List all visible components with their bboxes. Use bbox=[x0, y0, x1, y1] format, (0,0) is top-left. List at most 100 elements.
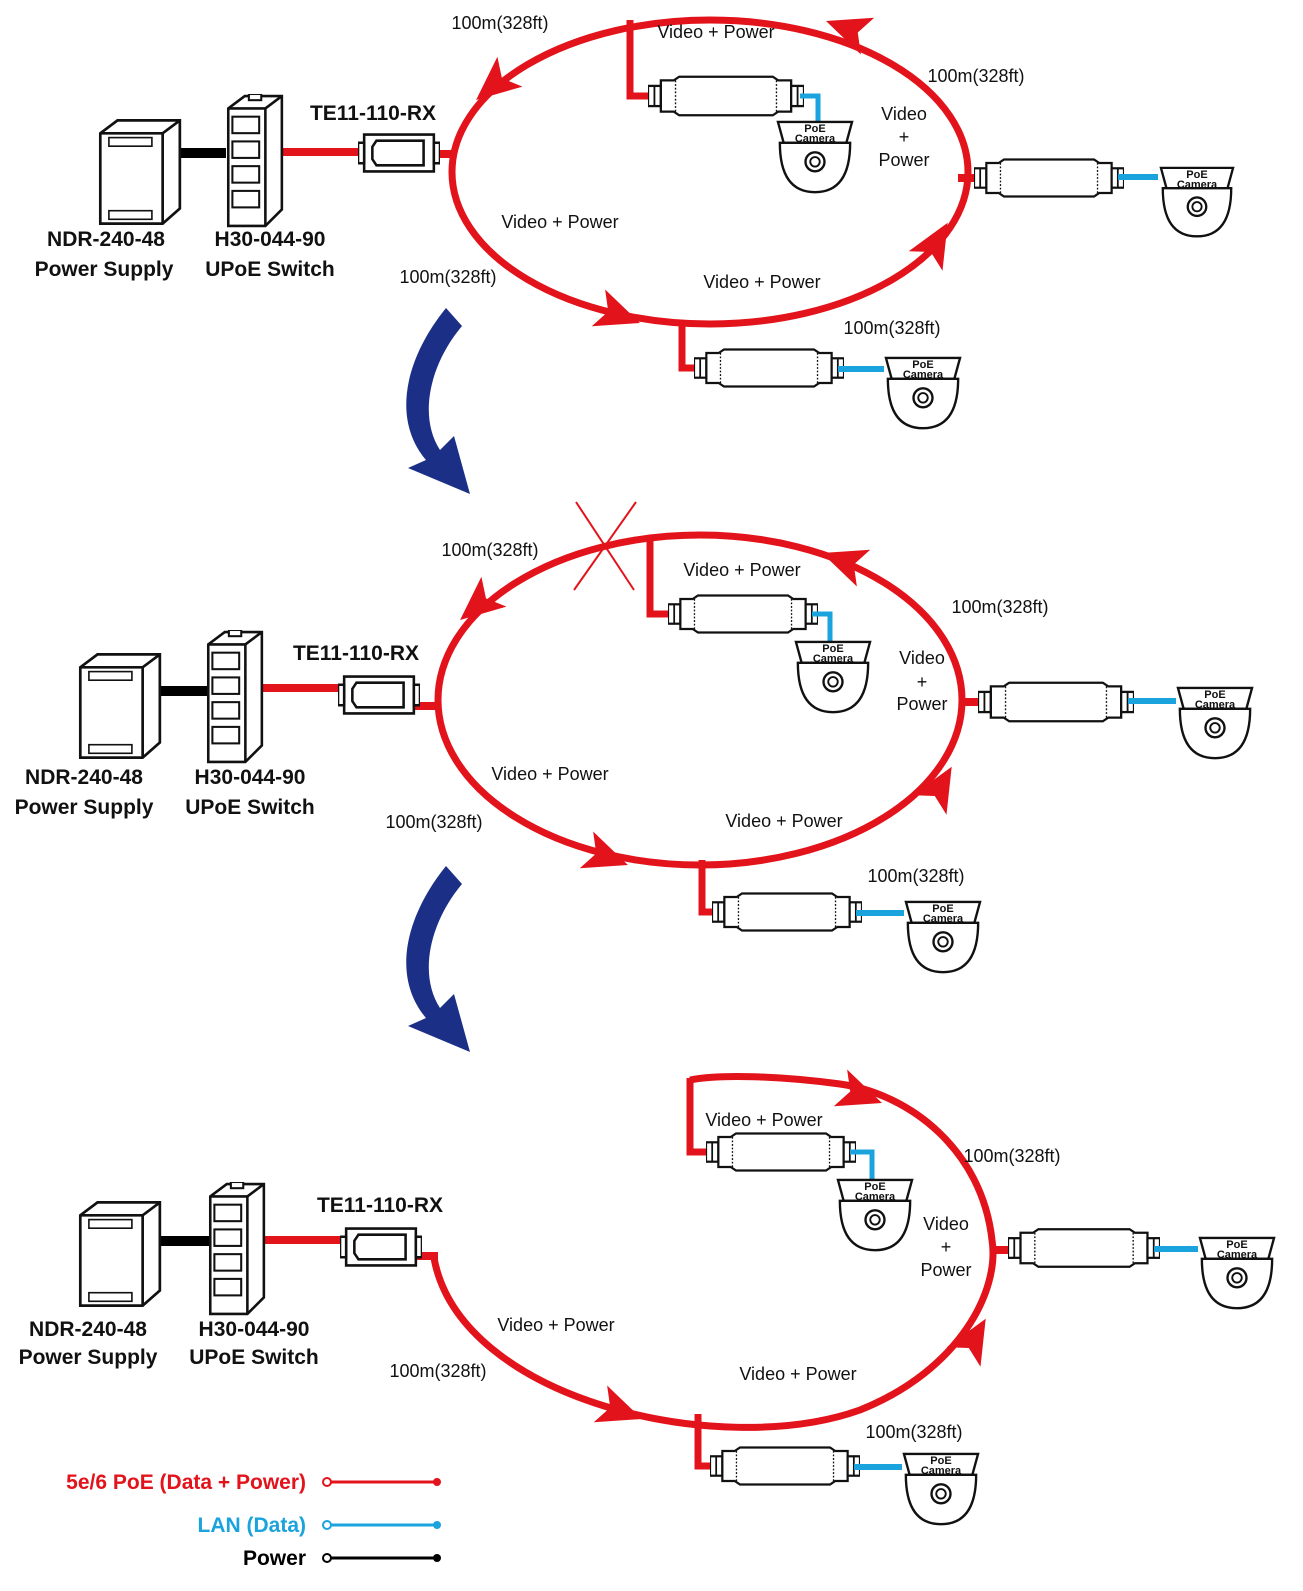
poe-drop bbox=[994, 1246, 1016, 1254]
power-supply-icon bbox=[98, 119, 182, 225]
extender-icon bbox=[710, 1446, 860, 1486]
power-cable bbox=[176, 148, 226, 158]
extender-icon bbox=[974, 158, 1124, 198]
break-mark-icon bbox=[573, 501, 637, 591]
video-power-label: Video + Power bbox=[497, 1315, 614, 1335]
video-power-label: Video + Power bbox=[705, 1110, 822, 1130]
switch-model-label: H30-044-90 bbox=[195, 766, 306, 789]
distance-label: 100m(328ft) bbox=[451, 13, 548, 33]
psu-desc-label: Power Supply bbox=[15, 796, 154, 819]
camera-label: Camera bbox=[855, 1191, 896, 1203]
legend-power-endpoint-icon bbox=[433, 1554, 441, 1562]
plus-label: + bbox=[899, 127, 910, 147]
panel-2-broken-link: TE11-110-RX NDR-240-48 Power Supply H30-… bbox=[15, 501, 1254, 974]
poe-cable bbox=[262, 684, 344, 692]
camera-label: PoE bbox=[864, 1181, 885, 1193]
camera-label: PoE bbox=[804, 123, 825, 135]
psu-model-label: NDR-240-48 bbox=[25, 766, 143, 789]
distance-label: 100m(328ft) bbox=[389, 1361, 486, 1381]
legend-poe-label: 5e/6 PoE (Data + Power) bbox=[66, 1471, 306, 1494]
camera-label: PoE bbox=[932, 903, 953, 915]
lan-cable bbox=[1154, 1246, 1198, 1252]
video-power-label: Video + Power bbox=[683, 560, 800, 580]
distance-label: 100m(328ft) bbox=[865, 1422, 962, 1442]
switch-desc-label: UPoE Switch bbox=[205, 258, 335, 281]
legend-power-label: Power bbox=[243, 1547, 306, 1570]
video-power-label: Video + Power bbox=[491, 764, 608, 784]
camera-label: PoE bbox=[822, 643, 843, 655]
power-supply-icon bbox=[78, 1201, 162, 1307]
video-label: Video bbox=[899, 648, 945, 668]
camera-label: Camera bbox=[795, 133, 836, 145]
legend-power-endpoint-icon bbox=[322, 1553, 332, 1563]
video-power-label: Video + Power bbox=[501, 212, 618, 232]
te11-device-icon bbox=[340, 1227, 422, 1267]
te11-label: TE11-110-RX bbox=[293, 642, 419, 665]
flow-arrow bbox=[447, 576, 507, 635]
extender-icon bbox=[712, 892, 862, 932]
ring-path bbox=[430, 1073, 997, 1431]
distance-label: 100m(328ft) bbox=[843, 318, 940, 338]
panel-1-normal-ring: TE11-110-RX NDR-240-48 Power Supply H30-… bbox=[35, 2, 1235, 430]
lan-cable bbox=[854, 1464, 902, 1470]
camera-label: Camera bbox=[813, 653, 854, 665]
camera-label: Camera bbox=[923, 913, 964, 925]
legend: 5e/6 PoE (Data + Power) LAN (Data) Power bbox=[66, 1471, 441, 1570]
power-label: Power bbox=[878, 150, 929, 170]
extender-icon bbox=[978, 681, 1134, 723]
extender-icon bbox=[706, 1132, 856, 1172]
poe-cable bbox=[264, 1236, 346, 1244]
distance-label: 100m(328ft) bbox=[385, 812, 482, 832]
lan-cable bbox=[1128, 698, 1176, 704]
distance-label: 100m(328ft) bbox=[441, 540, 538, 560]
power-cable bbox=[156, 1236, 210, 1246]
switch-desc-label: UPoE Switch bbox=[185, 796, 315, 819]
legend-poe-endpoint-icon bbox=[322, 1477, 332, 1487]
distance-label: 100m(328ft) bbox=[867, 866, 964, 886]
flow-arrow bbox=[815, 534, 871, 587]
camera-label: PoE bbox=[930, 1455, 951, 1467]
lan-cable bbox=[800, 93, 821, 122]
camera-label: Camera bbox=[1195, 699, 1236, 711]
lan-cable bbox=[850, 1149, 875, 1180]
poe-drop bbox=[646, 538, 672, 618]
camera-label: PoE bbox=[912, 359, 933, 371]
switch-icon bbox=[206, 630, 264, 764]
video-power-label: Video + Power bbox=[703, 272, 820, 292]
camera-label: Camera bbox=[1177, 179, 1218, 191]
switch-icon bbox=[208, 1182, 266, 1316]
camera-label: Camera bbox=[921, 1465, 962, 1477]
legend-poe-endpoint-icon bbox=[433, 1478, 441, 1486]
distance-label: 100m(328ft) bbox=[951, 597, 1048, 617]
panel-3-recovered-paths: TE11-110-RX NDR-240-48 Power Supply H30-… bbox=[19, 1069, 1276, 1526]
video-power-label: Video + Power bbox=[739, 1364, 856, 1384]
lan-cable bbox=[856, 910, 904, 916]
video-power-label: Video + Power bbox=[657, 22, 774, 42]
te11-device-icon bbox=[358, 133, 440, 173]
psu-desc-label: Power Supply bbox=[35, 258, 174, 281]
camera-label: PoE bbox=[1204, 689, 1225, 701]
te11-label: TE11-110-RX bbox=[310, 102, 436, 125]
power-label: Power bbox=[896, 694, 947, 714]
poe-cable bbox=[432, 150, 454, 158]
flow-arrow bbox=[593, 1385, 649, 1438]
power-cable bbox=[156, 686, 210, 696]
psu-model-label: NDR-240-48 bbox=[47, 228, 165, 251]
power-supply-icon bbox=[78, 653, 162, 759]
psu-desc-label: Power Supply bbox=[19, 1346, 158, 1369]
lan-cable bbox=[812, 611, 833, 642]
legend-lan-endpoint-icon bbox=[322, 1520, 332, 1530]
poe-drop bbox=[626, 20, 652, 100]
plus-label: + bbox=[917, 672, 928, 692]
camera-label: PoE bbox=[1186, 169, 1207, 181]
distance-label: 100m(328ft) bbox=[927, 66, 1024, 86]
video-label: Video bbox=[881, 104, 927, 124]
plus-label: + bbox=[941, 1237, 952, 1257]
video-power-label: Video + Power bbox=[725, 811, 842, 831]
extender-icon bbox=[694, 348, 844, 388]
distance-label: 100m(328ft) bbox=[399, 267, 496, 287]
poe-drop bbox=[958, 174, 980, 182]
switch-icon bbox=[226, 94, 284, 228]
extender-icon bbox=[668, 594, 818, 634]
